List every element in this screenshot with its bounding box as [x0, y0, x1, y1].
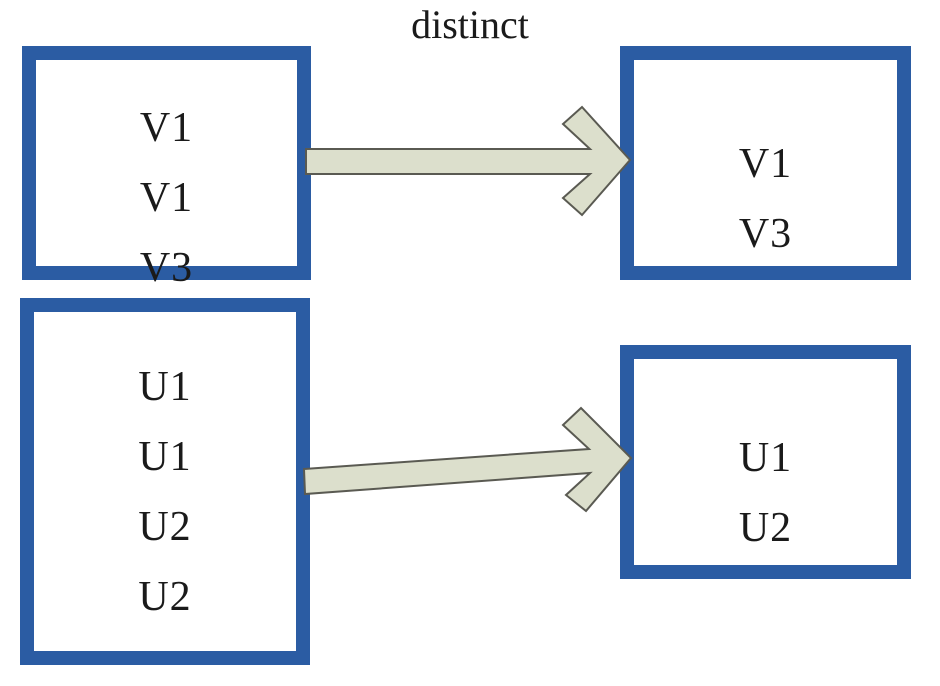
- v-input-values: V1 V1 V3: [36, 93, 297, 303]
- diagram-title: distinct: [411, 2, 529, 47]
- v-output-value: V1: [738, 141, 793, 187]
- u-input-value: U2: [138, 574, 192, 620]
- v-output-value: V3: [738, 211, 793, 257]
- u-input-values: U1 U1 U2 U2: [34, 352, 296, 632]
- u-output-value: U1: [738, 435, 793, 481]
- v-output-values: V1 V3: [634, 129, 897, 269]
- u-distinct-arrow: [302, 406, 633, 513]
- v-distinct-arrow: [305, 105, 632, 217]
- u-input-value: U2: [138, 504, 192, 550]
- u-output-value: U2: [738, 505, 793, 551]
- u-output-box: U1 U2: [620, 345, 911, 579]
- v-input-box: V1 V1 V3: [22, 46, 311, 291]
- v-input-value: V1: [139, 175, 194, 221]
- v-input-value: V1: [139, 105, 194, 151]
- v-input-value: V3: [139, 245, 194, 291]
- u-input-box: U1 U1 U2 U2: [20, 298, 310, 665]
- u-input-value: U1: [138, 364, 192, 410]
- u-input-value: U1: [138, 434, 192, 480]
- u-output-values: U1 U2: [634, 423, 897, 563]
- v-output-box: V1 V3: [620, 46, 911, 280]
